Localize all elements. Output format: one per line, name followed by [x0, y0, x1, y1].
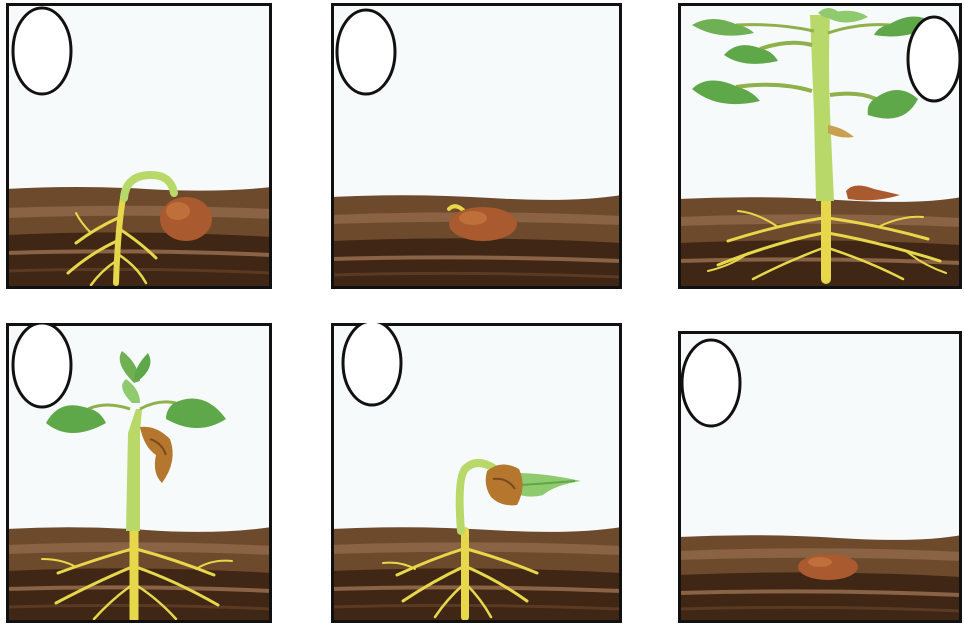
- stage-panel-germinating-seed: [6, 3, 272, 289]
- stage-panel-mature-plant: [678, 3, 962, 289]
- seed: [798, 554, 858, 580]
- germinating-seed-illustration: [6, 3, 272, 289]
- answer-circle[interactable]: [13, 323, 71, 407]
- stage-panel-emerging-seedling: [331, 323, 622, 623]
- answer-circle[interactable]: [682, 340, 740, 426]
- answer-circle[interactable]: [908, 17, 960, 101]
- stage-panel-seedling-leaves: [6, 323, 272, 623]
- seed: [160, 197, 212, 241]
- sprouting-seed-illustration: [331, 3, 622, 289]
- emerging-seedling-illustration: [331, 323, 622, 623]
- answer-circle[interactable]: [337, 10, 395, 94]
- answer-circle[interactable]: [343, 323, 401, 405]
- seed: [449, 207, 517, 241]
- stage-panel-sprouting-seed: [331, 3, 622, 289]
- stage-panel-seed-in-soil: [678, 331, 962, 623]
- seed-in-soil-illustration: [678, 331, 962, 623]
- seedling-leaves-illustration: [6, 323, 272, 623]
- mature-plant-illustration: [678, 3, 962, 289]
- answer-circle[interactable]: [13, 8, 71, 94]
